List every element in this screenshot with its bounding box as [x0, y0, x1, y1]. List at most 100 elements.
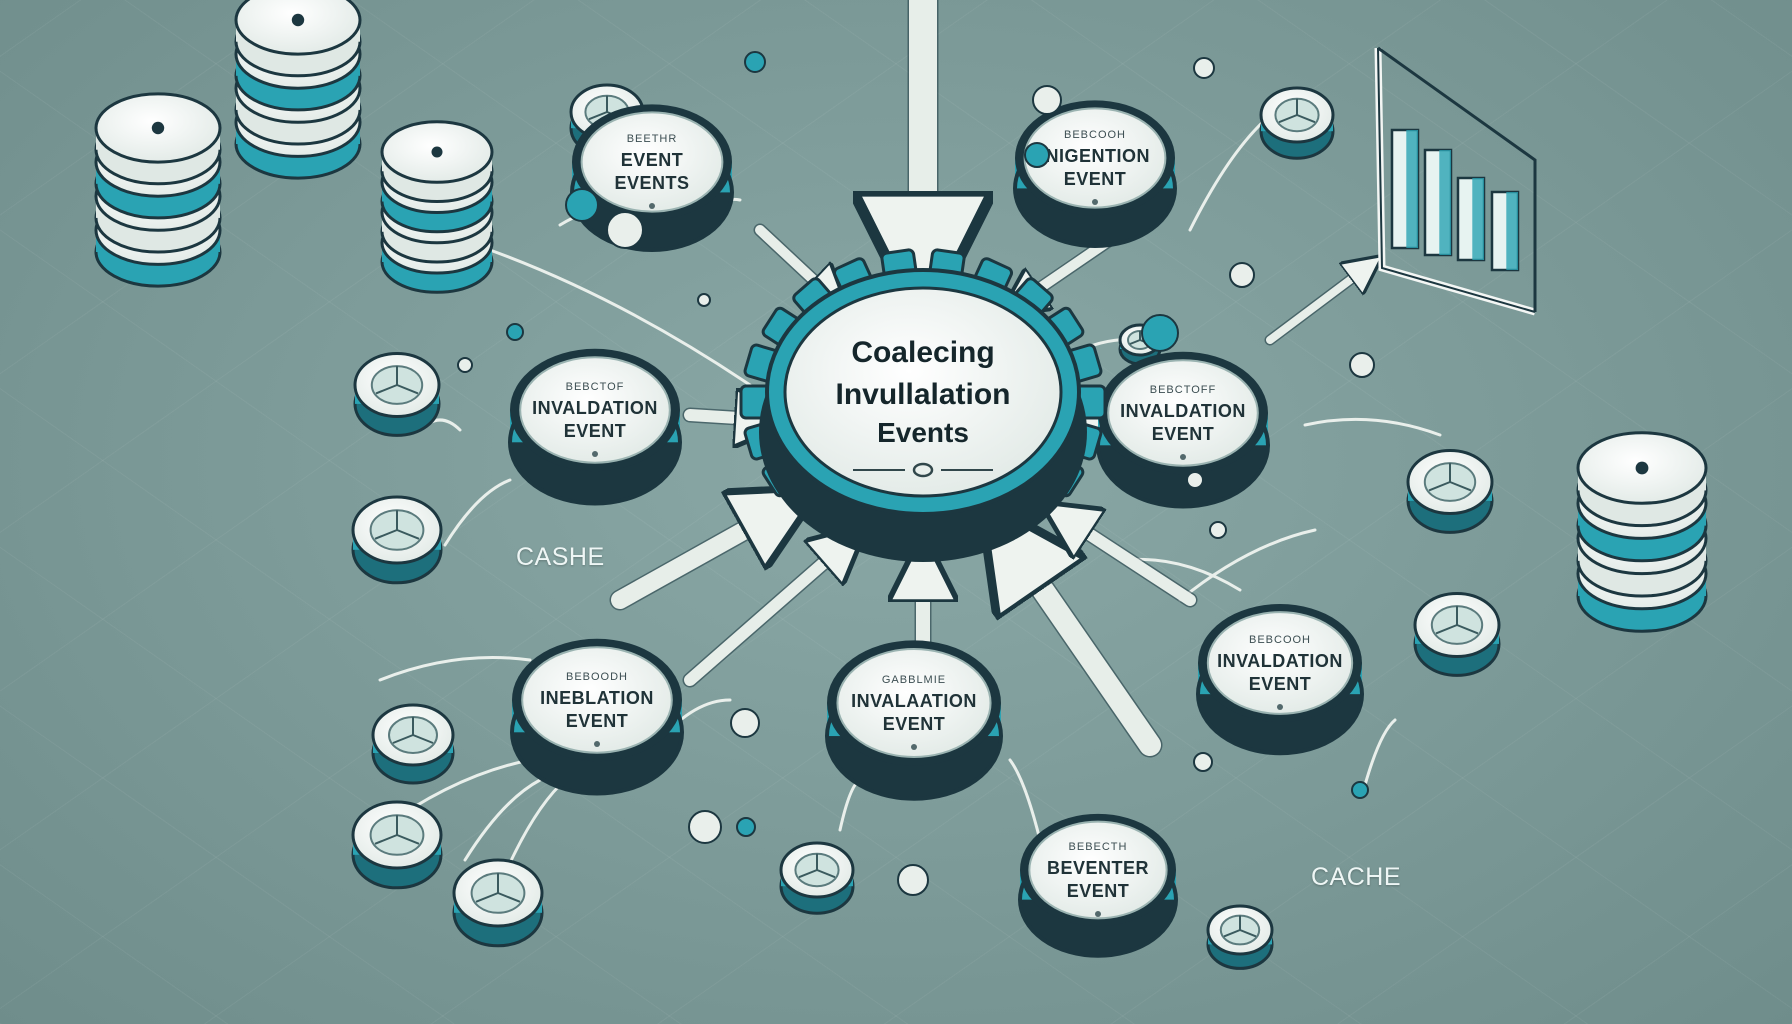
pie-chart-slices [374, 815, 420, 845]
database-icon [94, 92, 222, 288]
database-hole [1635, 461, 1649, 475]
pie-chart-slices [1223, 915, 1257, 938]
event-node-face [836, 648, 992, 758]
decorative-dot [1024, 142, 1050, 168]
bar-chart-frame [1377, 46, 1537, 312]
event-node-label: BEBCOOH [1249, 634, 1311, 646]
event-node-label: EVENT [1064, 169, 1127, 189]
event-node-top-right: BEBCOOH INIGENTION EVENT [1013, 100, 1177, 248]
decorative-dot [1193, 752, 1213, 772]
decorative-dot [897, 864, 929, 896]
event-node-dot [1092, 199, 1098, 205]
bar-chart-axes-outline [1377, 47, 1536, 313]
bar-chart-bar-shade [1506, 192, 1518, 270]
arrow-to-hub [1005, 535, 1161, 756]
cache-disk [779, 841, 855, 915]
connector-line [443, 478, 512, 547]
event-nodes: BEETHREVENTEVENTSBEBCOOHINIGENTIONEVENTB… [508, 100, 1364, 958]
event-node-face [1107, 359, 1259, 467]
pie-chart-slices [1435, 606, 1479, 635]
cache-disk [452, 858, 544, 948]
database-layer-top [234, 0, 362, 56]
event-node-label: INVALDATION [1217, 651, 1343, 671]
event-node-label: EVENT [564, 421, 627, 441]
arrow-to-hub [611, 505, 790, 609]
hub-title-line: Events [877, 417, 969, 448]
event-node-face [519, 356, 671, 464]
event-node-label: INEBLATION [540, 688, 654, 708]
hub-face [783, 286, 1063, 498]
connector-line [838, 778, 862, 832]
decorative-dot [736, 817, 756, 837]
event-node-face [1028, 820, 1168, 920]
decorative-dots [457, 51, 1375, 896]
event-node-bottom-left: BEBOODH INEBLATION EVENT [510, 638, 684, 796]
bar-chart-bar-shade [1439, 150, 1451, 255]
pie-chart-slices [374, 510, 420, 540]
event-node-dot [649, 203, 655, 209]
database-hole [151, 121, 165, 135]
cache-disk [1259, 86, 1335, 160]
connector-line [1363, 718, 1397, 787]
cache-disk [353, 352, 441, 437]
event-node-label: EVENT [566, 711, 629, 731]
database-icon [380, 120, 494, 294]
decorative-dot [1351, 781, 1369, 799]
cache-disk [1413, 592, 1501, 677]
decorative-dot [1209, 521, 1227, 539]
decorative-dot [1193, 57, 1215, 79]
pie-chart-slices [392, 717, 434, 744]
cache-disk [371, 703, 455, 785]
event-node-label: INVALDATION [1120, 401, 1246, 421]
pie-chart-slices [375, 366, 419, 395]
cache-satellites [351, 83, 1501, 970]
event-node-label: GABBLMIE [882, 674, 946, 686]
event-node-label: INIGENTION [1040, 146, 1150, 166]
decorative-dot [565, 188, 599, 222]
cache-label: CACHE [1311, 863, 1402, 891]
decorative-dot [744, 51, 766, 73]
decorative-dot [1141, 314, 1179, 352]
decorative-dot [457, 357, 473, 373]
event-node-label: BEBCOOH [1064, 129, 1126, 141]
event-node-label: INVALDATION [532, 398, 658, 418]
arrow-to-hub [1266, 265, 1370, 344]
pie-chart-slices [798, 853, 836, 879]
decorative-dot [688, 810, 722, 844]
pie-chart-slices [1428, 463, 1472, 492]
decorative-dot [1186, 471, 1204, 489]
bar-chart-bar-shade [1406, 130, 1418, 248]
event-node-dot [1277, 704, 1283, 710]
decorative-dot [1349, 352, 1375, 378]
bar-chart-bar-shade [1472, 178, 1484, 260]
decorative-dot [506, 323, 524, 341]
decorative-dot [697, 293, 711, 307]
event-node-label: BEVENTER [1047, 858, 1149, 878]
connector-line [1008, 758, 1042, 842]
event-node-dot [594, 741, 600, 747]
event-node-dot [1095, 911, 1101, 917]
cache-disk [1406, 449, 1494, 534]
hub-title-line: Coalecing [851, 336, 994, 369]
event-node-label: BEBCTOFF [1150, 384, 1216, 396]
connector-line [1303, 417, 1442, 437]
connector-line [378, 656, 532, 682]
event-node-label: BEBCTOF [566, 381, 625, 393]
cache-disk [1206, 904, 1274, 970]
event-node-label: EVENT [621, 150, 684, 170]
decorative-dot [730, 708, 760, 738]
event-node-label: EVENT [883, 714, 946, 734]
connector-line [463, 778, 542, 862]
database-icon [234, 0, 362, 180]
event-node-label: EVENTS [614, 173, 689, 193]
database-hole [431, 146, 443, 158]
event-node-label: BEBOODH [566, 671, 628, 683]
hub-title-line: Invullalation [835, 378, 1010, 411]
